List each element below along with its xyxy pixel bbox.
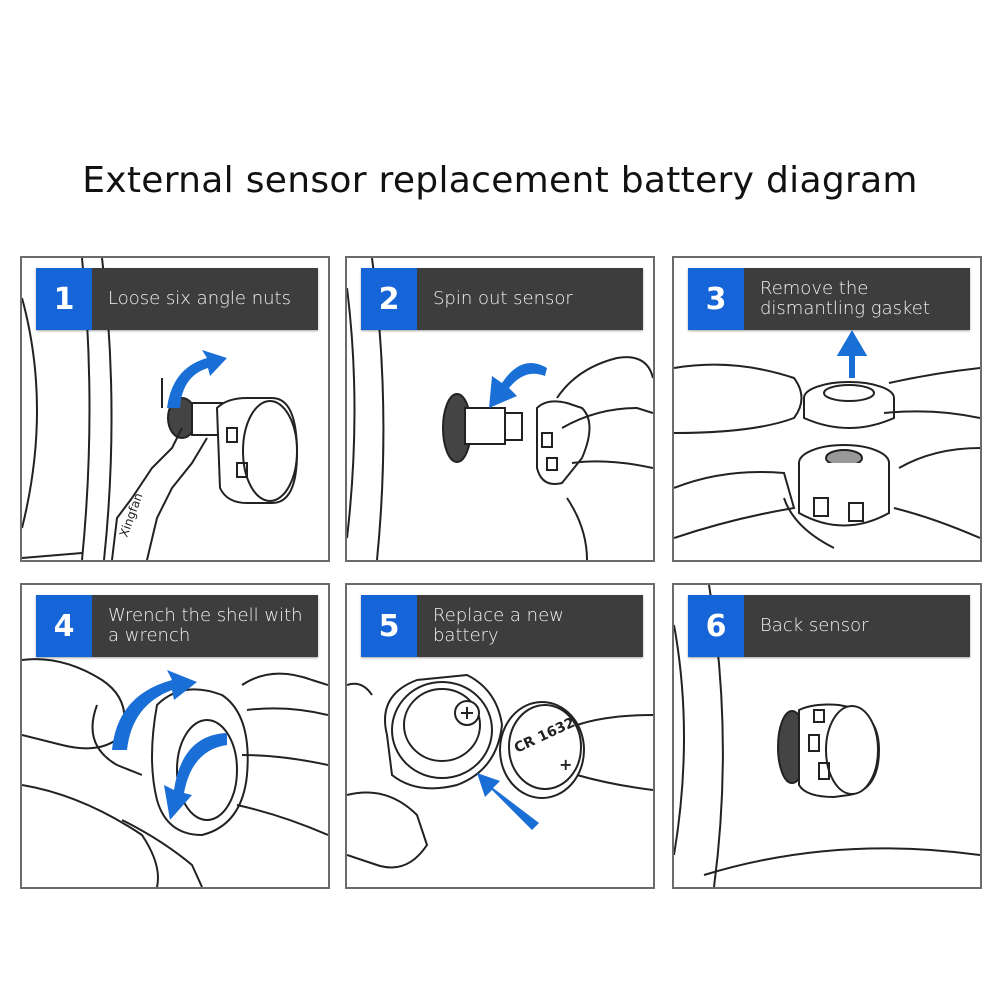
step-6-header: 6 Back sensor	[688, 595, 970, 657]
step-3-illustration	[674, 330, 980, 549]
rotate-arrow-icon	[489, 363, 547, 408]
step-1-header: 1 Loose six angle nuts	[36, 268, 318, 330]
up-arrow-icon	[836, 330, 868, 378]
rotate-arrow-icon	[164, 733, 227, 820]
step-2-header: 2 Spin out sensor	[361, 268, 643, 330]
step-panel-4: 4 Wrench the shell with a wrench	[20, 583, 330, 889]
wrench-brand-label: Xingfan	[117, 491, 146, 539]
step-label: Remove the dismantling gasket	[760, 278, 930, 319]
step-1-illustration: Xingfan	[22, 258, 299, 560]
step-3-header: 3 Remove the dismantling gasket	[688, 268, 970, 330]
step-6-illustration	[674, 585, 980, 887]
insert-arrow-icon	[477, 773, 539, 830]
step-panel-3: 3 Remove the dismantling gasket	[672, 256, 982, 562]
step-panel-1: Xingfan 1 Loose six angle nuts	[20, 256, 330, 562]
step-label: Wrench the shell with a wrench	[108, 605, 303, 646]
step-label: Replace a new battery	[433, 605, 564, 646]
step-5-header: 5 Replace a new battery	[361, 595, 643, 657]
step-5-illustration: CR 1632 +	[347, 673, 653, 869]
step-label: Loose six angle nuts	[108, 288, 291, 309]
step-panel-2: 2 Spin out sensor	[345, 256, 655, 562]
step-number: 2	[361, 268, 417, 330]
page-title: External sensor replacement battery diag…	[82, 160, 918, 201]
battery-plus: +	[559, 755, 572, 774]
rotate-arrow-icon	[167, 350, 227, 408]
step-4-illustration	[22, 658, 328, 887]
step-number: 5	[361, 595, 417, 657]
step-4-header: 4 Wrench the shell with a wrench	[36, 595, 318, 657]
rotate-arrow-icon	[112, 670, 197, 750]
step-label: Spin out sensor	[433, 288, 573, 309]
step-number: 3	[688, 268, 744, 330]
step-label: Back sensor	[760, 615, 869, 636]
step-number: 1	[36, 268, 92, 330]
step-2-illustration	[347, 258, 653, 560]
step-number: 6	[688, 595, 744, 657]
step-number: 4	[36, 595, 92, 657]
step-panel-6: 6 Back sensor	[672, 583, 982, 889]
step-panel-5: CR 1632 + 5 Replace a new battery	[345, 583, 655, 889]
